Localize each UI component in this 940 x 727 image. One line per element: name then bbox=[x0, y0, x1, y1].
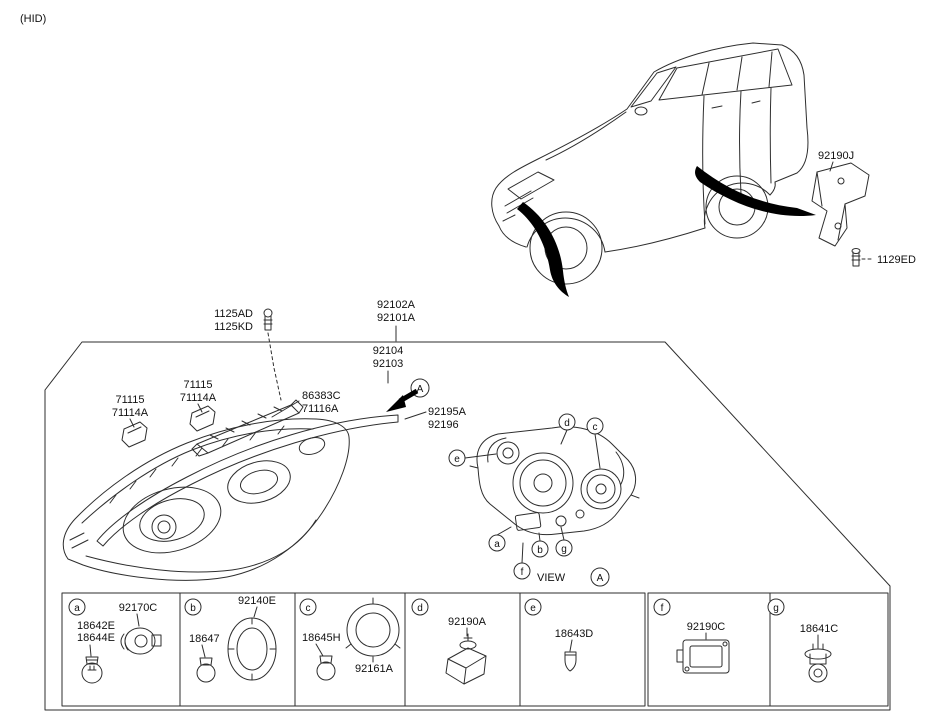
part-label-igniter: 92190A bbox=[448, 616, 487, 628]
svg-text:b: b bbox=[537, 545, 543, 556]
callout-g-exploded: g bbox=[555, 539, 573, 557]
svg-text:a: a bbox=[494, 539, 500, 550]
table-callout-g: g bbox=[773, 603, 779, 614]
view-label: VIEW bbox=[537, 572, 566, 584]
side-mirror bbox=[634, 106, 648, 116]
part-label-bulb-h: 18645H bbox=[302, 632, 341, 644]
table-callout-f: f bbox=[661, 603, 664, 614]
diagram-border bbox=[44, 341, 891, 711]
bracket-drawing: 92190J bbox=[811, 150, 870, 247]
strip-label-1: 86383C bbox=[302, 390, 341, 402]
windshield bbox=[630, 66, 677, 108]
trim-strip-drawing bbox=[96, 414, 399, 547]
clip-lower-label-2: 71114A bbox=[112, 407, 149, 419]
headlamp-sub-label-1: 92104 bbox=[373, 345, 404, 357]
table-callout-c: c bbox=[306, 603, 311, 614]
trim-label-2: 92196 bbox=[428, 419, 459, 431]
part-label-socket: 92170C bbox=[119, 602, 158, 614]
part-label-seal-ring: 92140E bbox=[238, 595, 276, 607]
mount-bolt-drawing: 1125AD 1125KD bbox=[214, 308, 282, 401]
headlamp-assy-label-1: 92102A bbox=[377, 299, 416, 311]
svg-text:c: c bbox=[593, 422, 598, 433]
front-wheel bbox=[529, 211, 603, 285]
mount-bolt-label-2: 1125KD bbox=[214, 321, 253, 333]
svg-text:A: A bbox=[597, 573, 604, 584]
callout-a-exploded: a bbox=[488, 534, 506, 552]
headlamp-assy-label-2: 92101A bbox=[377, 312, 416, 324]
table-cell-e: e 18643D bbox=[524, 598, 594, 672]
clip-lower-drawing bbox=[121, 421, 148, 448]
svg-text:g: g bbox=[561, 544, 567, 555]
trim-label-1: 92195A bbox=[428, 406, 467, 418]
bracket-part-label: 92190J bbox=[818, 150, 854, 162]
headlamp-location-arrow bbox=[517, 202, 569, 297]
part-label-retainer-ring: 92161A bbox=[355, 663, 394, 675]
part-label-bulb-1: 18642E bbox=[77, 620, 115, 632]
part-label-ballast: 92190C bbox=[687, 621, 726, 633]
mounting-strip-drawing bbox=[191, 399, 304, 457]
table-cell-d: d 92190A bbox=[411, 598, 487, 685]
callout-b-exploded: b bbox=[531, 540, 549, 558]
table-callout-e: e bbox=[530, 603, 536, 614]
table-cell-b: b 92140E 18647 bbox=[184, 595, 277, 683]
clip-upper-label-2: 71114A bbox=[180, 392, 217, 404]
callout-d-exploded: d bbox=[558, 413, 576, 431]
clip-lower-label-1: 71115 bbox=[116, 394, 145, 406]
side-windows bbox=[658, 48, 793, 101]
part-label-small-bulb: 18643D bbox=[555, 628, 594, 640]
view-marker: A bbox=[590, 567, 610, 587]
part-label-hid-bulb: 18641C bbox=[800, 623, 839, 635]
headlamp-assembly-drawing bbox=[62, 418, 350, 581]
car-headlamp bbox=[507, 171, 555, 200]
headlamp-rear-view: e d c a b g f VIEW A bbox=[448, 413, 640, 587]
table-callout-b: b bbox=[190, 603, 196, 614]
clip-upper-drawing bbox=[189, 405, 216, 432]
system-label: (HID) bbox=[20, 13, 46, 25]
headlamp-sub-label-2: 92103 bbox=[373, 358, 404, 370]
callout-c-exploded: c bbox=[586, 417, 604, 435]
parts-table: a 92170C 18642E 18644E b 92140E 18647 c … bbox=[61, 592, 889, 707]
svg-text:e: e bbox=[454, 454, 460, 465]
bracket-bolt-label: 1129ED bbox=[877, 254, 916, 266]
bracket-bolt-drawing: 1129ED bbox=[851, 248, 916, 267]
svg-text:f: f bbox=[521, 567, 524, 578]
svg-text:d: d bbox=[564, 418, 570, 429]
mount-bolt-label-1: 1125AD bbox=[214, 308, 253, 320]
table-cell-c: c 18645H 92161A bbox=[299, 597, 401, 681]
table-callout-a: a bbox=[74, 603, 80, 614]
clip-upper-label-1: 71115 bbox=[184, 379, 213, 391]
table-callout-d: d bbox=[417, 603, 423, 614]
strip-label-2: 71116A bbox=[302, 403, 339, 415]
callout-e-exploded: e bbox=[448, 449, 466, 467]
direction-marker: A bbox=[386, 378, 430, 412]
part-label-bulb: 18647 bbox=[189, 633, 220, 645]
callout-f-exploded: f bbox=[513, 562, 531, 580]
table-cell-a: a 92170C 18642E 18644E bbox=[68, 598, 162, 684]
direction-marker-letter: A bbox=[417, 384, 424, 395]
bracket-location-arrow bbox=[695, 166, 816, 217]
table-cell-g: g 18641C bbox=[767, 598, 839, 683]
car-illustration bbox=[491, 42, 816, 297]
part-label-bulb-2: 18644E bbox=[77, 632, 115, 644]
table-cell-f: f 92190C bbox=[653, 598, 730, 674]
